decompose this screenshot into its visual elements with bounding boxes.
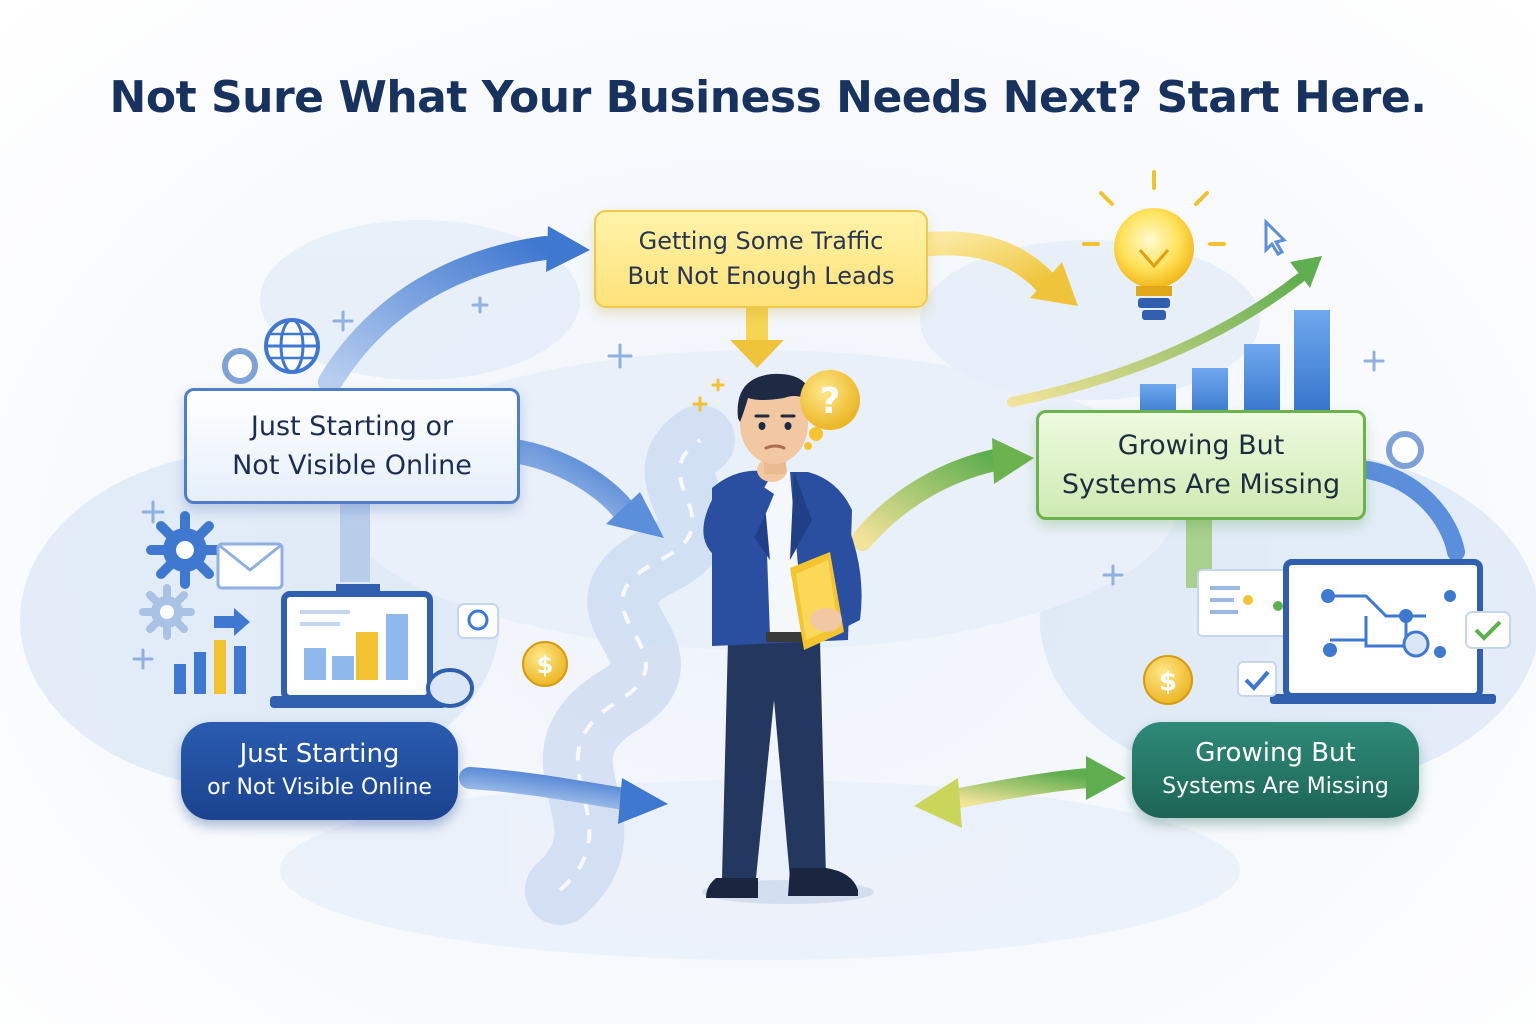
coin-right-icon xyxy=(1143,655,1193,705)
stage-label-line1: Just Starting or xyxy=(250,411,454,442)
stage-label-line2: Not Visible Online xyxy=(232,450,472,481)
coin-symbol-left: $ xyxy=(537,651,554,679)
checkmark-icon xyxy=(1465,611,1511,649)
signpost-left xyxy=(340,502,370,582)
gear-icon xyxy=(146,511,224,589)
link-node-icon xyxy=(222,348,258,384)
arrow-right-curve xyxy=(1359,461,1465,561)
stage-box-just-starting: Just Starting or Not Visible Online xyxy=(184,388,520,504)
road-lane xyxy=(558,438,702,892)
small-arrow-icon xyxy=(214,608,250,636)
search-node-icon xyxy=(457,603,499,639)
stage-box-growing: Growing But Systems Are Missing xyxy=(1036,410,1366,520)
stage-box-getting-traffic: Getting Some Traffic But Not Enough Lead… xyxy=(594,210,928,308)
lightbulb-icon xyxy=(1082,170,1226,320)
arrow-start-to-traffic xyxy=(318,226,590,394)
gear-small-icon xyxy=(139,584,195,640)
question-bubble-icon xyxy=(800,370,860,450)
question-mark: ? xyxy=(820,381,841,422)
page-title: Not Sure What Your Business Needs Next? … xyxy=(109,72,1427,123)
stage-label-line2: Systems Are Missing xyxy=(1061,469,1341,500)
stage-label-line1: Just Starting xyxy=(239,739,400,769)
arrow-traffic-to-bulb xyxy=(918,231,1078,306)
stage-pill-growing: Growing But Systems Are Missing xyxy=(1132,722,1419,818)
stage-label-line2: But Not Enough Leads xyxy=(627,262,895,290)
envelope-icon xyxy=(216,542,284,590)
arrow-start-to-person xyxy=(508,440,664,538)
arrow-person-to-growing xyxy=(851,438,1034,551)
arrow-trend-up xyxy=(1007,256,1322,407)
coin-symbol-right: $ xyxy=(1159,667,1177,697)
stage-label-line1: Growing But xyxy=(1117,430,1285,461)
arrow-traffic-down xyxy=(730,308,784,368)
thought-sparkles xyxy=(692,378,725,412)
arrow-double-person-growing xyxy=(914,756,1126,828)
cursor-icon xyxy=(1264,218,1287,256)
mouse-icon xyxy=(426,668,474,708)
stage-label-line2: Systems Are Missing xyxy=(1162,774,1389,799)
stage-label-line1: Growing But xyxy=(1195,738,1356,768)
stage-label-line2: or Not Visible Online xyxy=(207,775,432,800)
coin-icon xyxy=(522,641,568,687)
laptop-icon xyxy=(270,584,446,708)
dashboard-panel-icon xyxy=(1197,569,1301,637)
sparkle-icons xyxy=(132,296,1385,670)
stage-label-line1: Getting Some Traffic xyxy=(638,227,884,255)
checkbox-icon xyxy=(1237,661,1277,697)
dashboard-icon xyxy=(1270,559,1496,704)
link-node-right-icon xyxy=(1386,431,1424,469)
bar-chart-icon xyxy=(174,640,246,694)
thinking-person xyxy=(702,373,874,904)
stage-pill-just-starting: Just Starting or Not Visible Online xyxy=(181,722,458,820)
globe-icon xyxy=(264,318,320,374)
arrow-pill-to-person xyxy=(459,767,668,824)
